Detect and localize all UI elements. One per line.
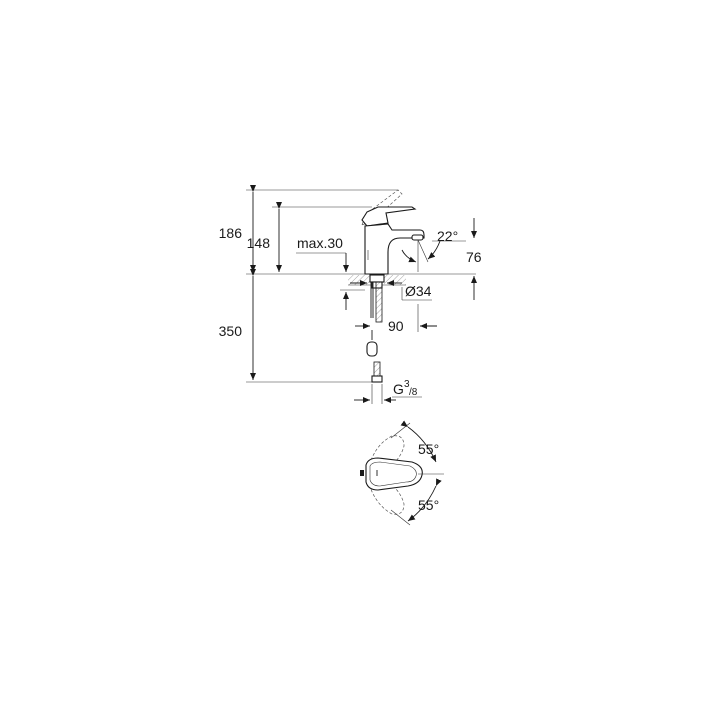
dim-label-max-30: max.30 [297,235,343,251]
dim-label-90: 90 [388,318,404,334]
dim-label-thread-sup: 3 [404,379,410,390]
lever [361,206,417,227]
dimension-22-deg: 22° [401,228,466,272]
dimension-90: 90 [355,304,437,334]
hose-break-symbol [366,341,378,357]
faucet-main-body [364,223,425,275]
side-view: 186 148 max.30 350 [219,185,482,404]
dimension-186: 186 [219,185,256,272]
faucet-body [361,189,425,275]
dimension-350: 350 [219,269,256,380]
dimension-dia-34: Ø34 [401,283,432,301]
dim-label-148: 148 [247,235,271,251]
dimension-76: 76 [466,218,482,300]
dim-label-thread-sub: /8 [409,387,418,398]
mounting-nut [369,274,385,283]
lever-pivot [360,470,364,476]
dimension-max-30: max.30 [296,235,365,310]
dim-label-350: 350 [219,323,243,339]
lever-top-alt-down [367,475,405,515]
dim-label-thread-g: G [393,381,404,397]
dim-label-186: 186 [219,225,243,241]
top-view: 55° 55° [360,420,444,526]
dim-label-22-deg: 22° [437,228,458,244]
hose-fitting [371,375,383,383]
dim-label-55-down: 55° [418,497,439,513]
dimension-g-3-8: G 3 /8 [354,379,422,404]
dim-label-76: 76 [466,249,482,265]
mounting-hardware [366,274,385,383]
aerator [411,234,424,241]
dimension-148: 148 [247,202,282,272]
dim-label-55-up: 55° [418,441,439,457]
dim-label-dia-34: Ø34 [405,283,432,299]
threaded-rod [375,281,383,323]
